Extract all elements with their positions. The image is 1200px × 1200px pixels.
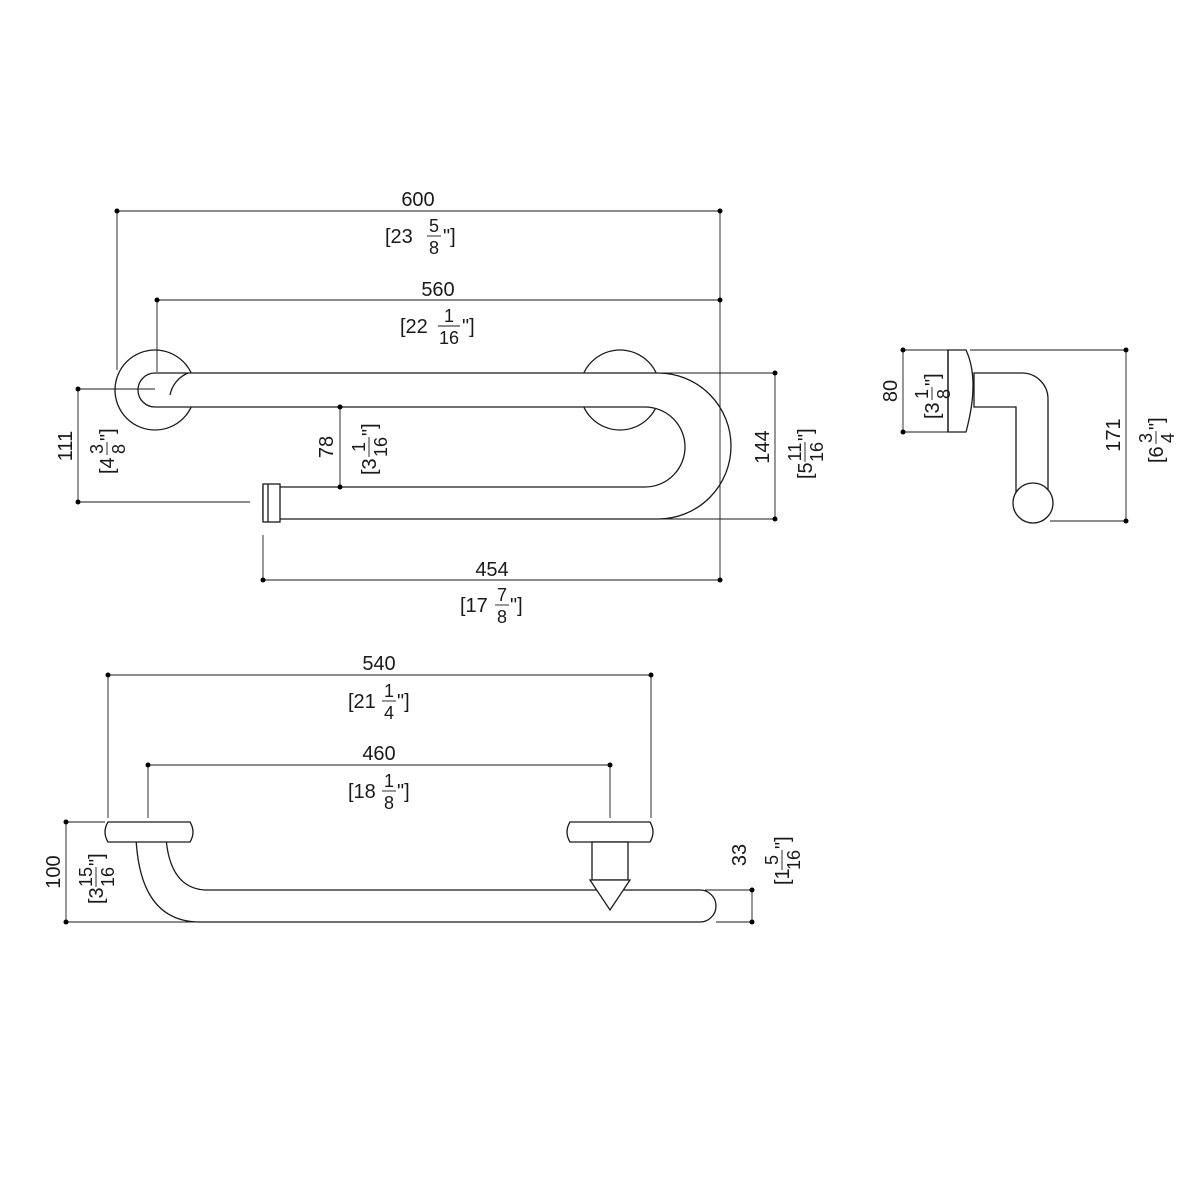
dim-33-mm: 33 [729, 844, 751, 866]
dim-144: 144 [5 11 16 "] [752, 370, 827, 522]
dim-171-mm: 171 [1103, 418, 1125, 451]
dim-80: 80 [3 1 8 "] [880, 347, 954, 435]
side-flange [947, 349, 974, 433]
dim-600-in-whole: [23 [385, 226, 413, 248]
dim-100-in-den: 16 [98, 867, 118, 887]
dim-80-in-close: "] [922, 373, 944, 386]
dim-111-in-num: 3 [87, 444, 107, 454]
dim-111-in-whole: [4 [97, 457, 119, 474]
dim-33-in-den: 16 [784, 850, 804, 870]
dim-460-mm: 460 [362, 743, 395, 765]
dim-600: 600 [23 5 8 "] [114, 189, 723, 258]
dim-540-in-close: "] [397, 691, 410, 713]
front-right-post [591, 841, 629, 881]
dim-111-mm: 111 [55, 431, 77, 461]
dim-171-in-num: 3 [1136, 433, 1156, 443]
dim-111-in-den: 8 [109, 444, 129, 454]
dim-144-in-close: "] [795, 428, 817, 441]
dim-460: 460 [18 1 8 "] [145, 743, 613, 813]
dim-33: 33 [1 5 16 "] [729, 836, 804, 925]
dim-78-in-whole: [3 [359, 458, 381, 475]
dim-100-in-close: "] [86, 853, 108, 866]
dim-80-in-den: 8 [934, 389, 954, 399]
dim-78: 78 [3 1 16 "] [316, 404, 391, 490]
dim-454-in-whole: [17 [460, 595, 488, 617]
dim-100: 100 [3 15 16 "] [43, 819, 118, 925]
dim-111-in-close: "] [97, 428, 119, 441]
side-view: 80 [3 1 8 "] 171 [6 3 4 "] [880, 347, 1178, 524]
dim-78-in-close: "] [359, 423, 381, 436]
dim-78-mm: 78 [316, 436, 338, 458]
dim-560-in-whole: [22 [400, 316, 428, 338]
front-right-flange [566, 821, 654, 843]
dim-560-in-num: 1 [444, 306, 454, 326]
dim-171-in-den: 4 [1158, 433, 1178, 443]
dim-80-mm: 80 [880, 380, 902, 402]
dim-460-in-num: 1 [384, 771, 394, 791]
dim-460-in-close: "] [397, 781, 410, 803]
side-bar [973, 372, 1049, 501]
dim-80-in-num: 1 [912, 389, 932, 399]
dim-600-in-den: 8 [429, 238, 439, 258]
dim-78-in-num: 1 [349, 442, 369, 452]
dim-144-in-num: 11 [785, 443, 805, 462]
dim-540-in-den: 4 [384, 703, 394, 723]
dim-540-in-whole: [21 [348, 691, 376, 713]
dim-460-in-whole: [18 [348, 781, 376, 803]
dim-33-in-num: 5 [762, 855, 782, 865]
dim-171-in-whole: [6 [1146, 446, 1168, 463]
dim-454: 454 [17 7 8 "] [260, 559, 723, 627]
side-bar-end [1012, 482, 1054, 524]
dim-111: 111 [4 3 8 "] [55, 386, 129, 505]
dim-144-mm: 144 [752, 430, 774, 463]
dim-560-in-close: "] [462, 316, 475, 338]
dim-540-mm: 540 [362, 653, 395, 675]
dim-144-in-whole: [5 [795, 462, 817, 479]
dim-171-in-close: "] [1146, 417, 1168, 430]
dim-80-in-whole: [3 [922, 402, 944, 419]
dim-560: 560 [22 1 16 "] [154, 279, 723, 348]
front-bar [135, 837, 717, 923]
front-view: 540 [21 1 4 "] 460 [18 1 8 "] 100 [ [43, 653, 804, 925]
dim-100-mm: 100 [43, 855, 65, 888]
dim-540-in-num: 1 [384, 681, 394, 701]
dim-454-mm: 454 [475, 559, 508, 581]
dim-33-in-close: "] [772, 836, 794, 849]
dim-454-in-close: "] [510, 595, 523, 617]
dim-540: 540 [21 1 4 "] [105, 653, 654, 723]
front-left-flange [104, 821, 194, 843]
bar-end-curve [169, 372, 189, 396]
dim-171: 171 [6 3 4 "] [1103, 347, 1178, 524]
dim-600-mm: 600 [401, 189, 434, 211]
dim-454-in-num: 7 [497, 585, 507, 605]
dim-100-in-num: 15 [76, 867, 96, 887]
dim-78-in-den: 16 [371, 437, 391, 457]
dim-600-in-close: "] [443, 226, 456, 248]
dim-600-in-num: 5 [429, 216, 439, 236]
dim-100-in-whole: [3 [86, 887, 108, 904]
dim-454-in-den: 8 [497, 607, 507, 627]
end-cap [262, 483, 281, 523]
dim-560-mm: 560 [421, 279, 454, 301]
dim-560-in-den: 16 [439, 328, 459, 348]
dim-144-in-den: 16 [807, 442, 827, 462]
top-view: 600 [23 5 8 "] 560 [22 1 16 "] 454 [17 7 [55, 189, 827, 627]
grab-bar-outline [137, 372, 732, 520]
dim-33-in-whole: [1 [772, 868, 794, 885]
dim-460-in-den: 8 [384, 793, 394, 813]
front-right-cone [588, 879, 632, 912]
